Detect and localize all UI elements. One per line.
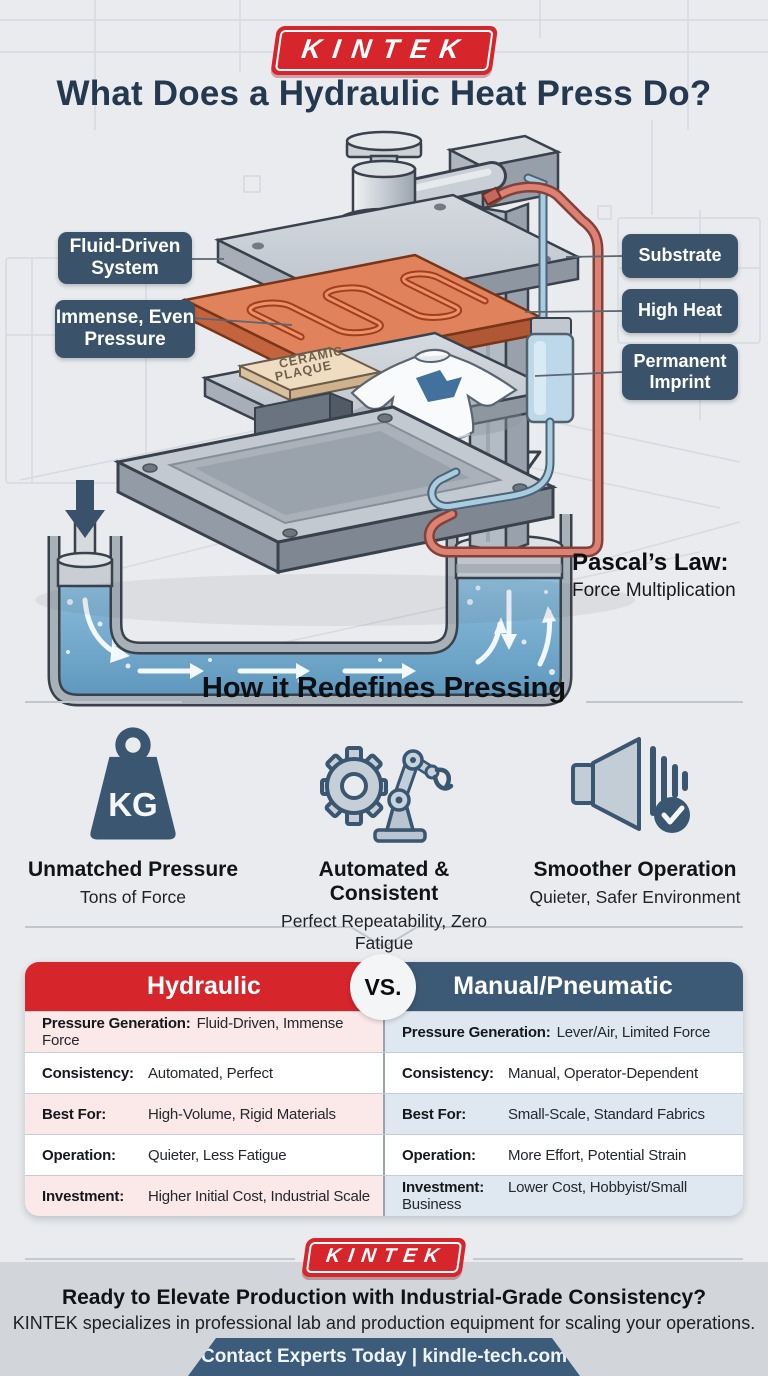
table-row: Investment: Higher Initial Cost, Industri… [25,1175,743,1216]
comparison-header: Hydraulic Manual/Pneumatic [25,962,743,1011]
hydraulic-tubes [423,173,604,558]
benefit-smoother-operation: Smoother Operation Quieter, Safer Enviro… [516,710,754,955]
kg-label: KG [108,786,158,823]
row-label: Consistency: [402,1064,494,1082]
table-row: Pressure Generation:Fluid-Driven, Immens… [25,1011,743,1052]
label-substrate: Substrate [622,234,738,278]
table-row: Consistency: Automated, Perfect Consisten… [25,1052,743,1093]
benefit-subtitle: Tons of Force [79,887,187,907]
contact-banner[interactable]: Contact Experts Today | kindle-tech.com [188,1338,580,1376]
benefit-title: Automated & Consistent [318,858,450,905]
footer-heading: Ready to Elevate Production with Industr… [61,1286,707,1309]
table-row: Operation: Quieter, Less Fatigue Operatio… [25,1134,743,1175]
row-value-right: Small-Scale, Standard Fabrics [508,1105,705,1123]
tshirt-print [416,370,462,402]
kintek-logo-text: KINTEK [299,34,473,64]
row-value-left: Automated, Perfect [148,1064,273,1082]
pascal-law-title: Pascal’s Law: [572,549,729,576]
label-high-heat: High Heat [622,289,738,333]
vs-badge: VS. [350,954,416,1020]
row-value-right: Lower Cost, Hobbyist/Small Business [402,1179,688,1213]
ceramic-plaque: CERAMIC PLAQUE [236,344,384,402]
force-down-arrow-small [65,480,105,538]
benefit-automated-consistent: Automated & Consistent Perfect Repeatabi… [265,710,503,955]
weight-kg-icon: KG [14,710,252,858]
benefit-title: Unmatched Pressure [27,858,239,881]
page-title: What Does a Hydraulic Heat Press Do? [56,74,712,113]
row-value-left: Fluid-Driven, Immense Force [42,1015,344,1049]
kintek-footer-logo: KINTEK [301,1238,467,1277]
benefits-row: KG Unmatched Pressure Tons of Force [14,710,754,955]
kintek-logo: KINTEK [270,26,498,75]
row-value-left: High-Volume, Rigid Materials [148,1105,336,1123]
machine-shadow [35,574,635,626]
heating-coil [242,272,496,343]
footer-subtext: KINTEK specializes in professional lab a… [12,1313,756,1333]
fluid-bubbles [66,585,555,684]
table-row: Best For: High-Volume, Rigid Materials Be… [25,1093,743,1134]
row-label: Operation: [402,1146,476,1164]
section-dividers [25,701,743,949]
row-value-left: Higher Initial Cost, Industrial Scale [148,1187,370,1205]
benefit-title: Smoother Operation [533,858,737,881]
row-label: Investment: [42,1187,124,1205]
row-value-left: Quieter, Less Fatigue [148,1146,287,1164]
hydraulic-header: Hydraulic [25,962,383,1011]
manual-pneumatic-header: Manual/Pneumatic [383,962,743,1011]
row-label: Investment: [402,1179,484,1196]
robot-arm-gear-icon [265,710,503,858]
row-value-right: Lever/Air, Limited Force [556,1023,711,1041]
benefits-heading: How it Redefines Pressing [201,672,567,704]
flow-arrowheads [110,606,556,679]
hydraulic-cylinder-device [427,317,575,511]
row-label: Pressure Generation: [42,1015,191,1032]
kintek-footer-logo-text: KINTEK [324,1245,448,1267]
row-label: Operation: [42,1146,116,1164]
speaker-check-icon [516,710,754,858]
label-fluid-driven-system: Fluid-Driven System [58,232,192,284]
pascal-law-subtitle: Force Multiplication [572,580,736,601]
label-leader-lines [191,255,623,377]
benefit-unmatched-pressure: KG Unmatched Pressure Tons of Force [14,710,252,955]
benefit-subtitle: Perfect Repeatability, Zero Fatigue [281,911,487,954]
row-value-right: More Effort, Potential Strain [508,1146,687,1164]
row-label: Consistency: [42,1064,134,1082]
row-label: Best For: [42,1105,107,1123]
benefit-subtitle: Quieter, Safer Environment [529,887,741,907]
row-label: Best For: [402,1105,467,1123]
comparison-table: Hydraulic Manual/Pneumatic VS. Pressure … [25,954,743,1216]
row-label: Pressure Generation: [402,1023,551,1041]
label-immense-even-pressure: Immense, Even Pressure [55,300,195,358]
label-permanent-imprint: Permanent Imprint [622,344,738,400]
row-value-right: Manual, Operator-Dependent [508,1064,698,1082]
pascal-law-caption: Pascal’s Law: Force Multiplication [572,549,757,602]
